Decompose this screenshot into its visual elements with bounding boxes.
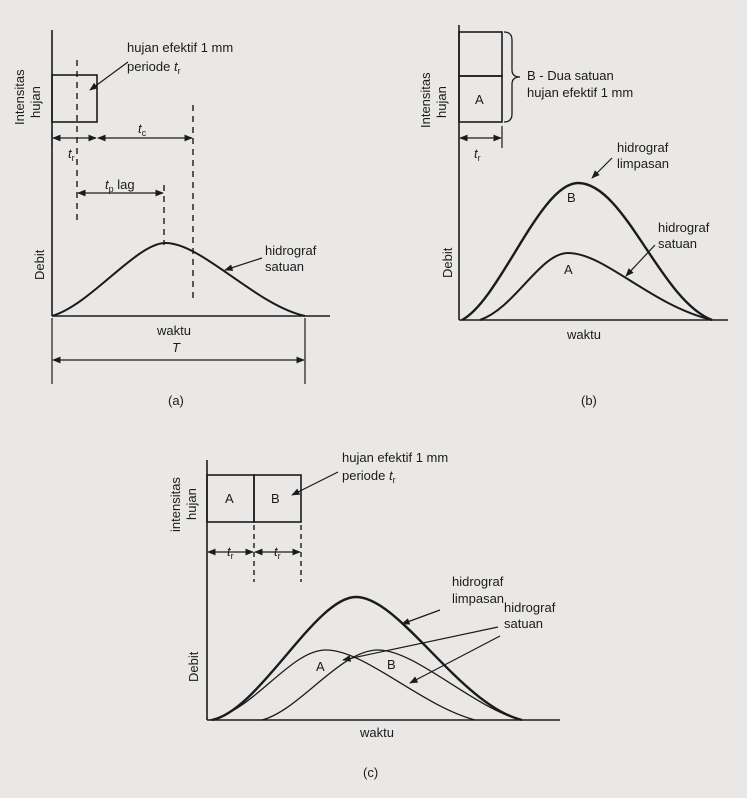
panel-c-unit-label-line1: hidrograf	[504, 600, 556, 615]
panel-c-runoff-hydrograph-curve	[211, 595, 523, 722]
panel-c-curve-b-label: B	[387, 657, 396, 672]
panel-a-debit-label: Debit	[32, 249, 47, 280]
panel-b-y-label-top: Intensitas	[418, 72, 433, 128]
panel-c-block-a-label: A	[225, 491, 234, 506]
panel-a-unit-hydrograph-curve	[51, 241, 306, 317]
panel-c-runoff-label-line1: hidrograf	[452, 574, 504, 589]
panel-a-curve-label-line1: hidrograf	[265, 243, 317, 258]
panel-a-rain-note-line2: periode tr	[127, 59, 181, 76]
panel-c-y-label-top: intensitas	[168, 477, 183, 532]
panel-b-caption: (b)	[581, 393, 597, 408]
panel-a-T-label: T	[172, 340, 181, 355]
panel-b-curve-a-label: A	[564, 262, 573, 277]
panel-b-unit-hydrograph-curve	[479, 251, 713, 321]
panel-c-rain-note-line1: hujan efektif 1 mm	[342, 450, 448, 465]
panel-a-rain-note-leader	[89, 61, 129, 91]
panel-b-curve-b-label: B	[567, 190, 576, 205]
panel-c-rain-note-line2: periode tr	[342, 468, 396, 485]
panel-b	[458, 25, 728, 322]
panel-c-tr-label-a: tr	[227, 544, 234, 561]
panel-b-brace-label-line1: B - Dua satuan	[527, 68, 614, 83]
panel-b-unit-label-line1: hidrograf	[658, 220, 710, 235]
panel-a-tr-label: tr	[68, 146, 75, 163]
panel-a-rain-note-line1: hujan efektif 1 mm	[127, 40, 233, 55]
panel-c-curve-a-label: A	[316, 659, 325, 674]
panel-c-rain-block-b	[253, 474, 302, 523]
panel-b-rain-block-top	[458, 31, 503, 77]
panel-c-unit-hydrograph-a-curve	[209, 649, 476, 721]
panel-c-block-b-label: B	[271, 491, 280, 506]
panel-c-tr-label-b: tr	[274, 544, 281, 561]
panel-a-curve-label-line2: satuan	[265, 259, 304, 274]
panel-a-tp-lag-label: tp lag	[105, 177, 135, 194]
panel-a-y-label-bottom: hujan	[28, 86, 43, 118]
panel-c-rain-note-leader	[291, 471, 339, 496]
panel-b-runoff-hydrograph-curve	[461, 181, 713, 322]
panel-c-unit-label-leader-b	[409, 635, 501, 684]
panel-c-unit-label-line2: satuan	[504, 616, 543, 631]
panel-a-tc-label: tc	[138, 121, 147, 138]
panel-a-x-label: waktu	[156, 323, 191, 338]
panel-b-y-label-bottom: hujan	[434, 86, 449, 118]
panel-b-runoff-label-leader	[591, 157, 613, 179]
panel-b-text: Intensitas hujan Debit A B - Dua satuan …	[418, 68, 710, 408]
panel-c-x-label: waktu	[359, 725, 394, 740]
panel-c-unit-hydrograph-b-curve	[261, 649, 521, 721]
panel-b-tr-label: tr	[474, 146, 481, 163]
panel-c-debit-label: Debit	[186, 651, 201, 682]
panel-b-rain-block-a	[458, 75, 503, 123]
panel-a-caption: (a)	[168, 393, 184, 408]
panel-b-block-a-label: A	[475, 92, 484, 107]
panel-b-brace	[503, 31, 521, 123]
panel-a-curve-label-leader	[224, 257, 263, 271]
panel-a	[51, 30, 330, 384]
panel-a-text: Intensitas hujan Debit hujan efektif 1 m…	[12, 40, 317, 408]
panel-b-unit-label-leader	[625, 244, 656, 277]
panel-b-x-label: waktu	[566, 327, 601, 342]
panel-c-caption: (c)	[363, 765, 378, 780]
panel-c-text: intensitas hujan Debit A B hujan efektif…	[168, 450, 556, 780]
panel-c-unit-label-leader-a	[342, 626, 499, 662]
panel-a-y-label-top: Intensitas	[12, 69, 27, 125]
panel-b-runoff-label-line2: limpasan	[617, 156, 669, 171]
panel-b-unit-label-line2: satuan	[658, 236, 697, 251]
panel-c-y-label-bottom: hujan	[184, 488, 199, 520]
panel-b-brace-label-line2: hujan efektif 1 mm	[527, 85, 633, 100]
panel-c-runoff-label-leader	[401, 609, 441, 625]
panel-c-runoff-label-line2: limpasan	[452, 591, 504, 606]
panel-b-runoff-label-line1: hidrograf	[617, 140, 669, 155]
panel-b-debit-label: Debit	[440, 247, 455, 278]
panel-a-rain-block	[51, 74, 98, 123]
panel-c	[206, 460, 560, 722]
